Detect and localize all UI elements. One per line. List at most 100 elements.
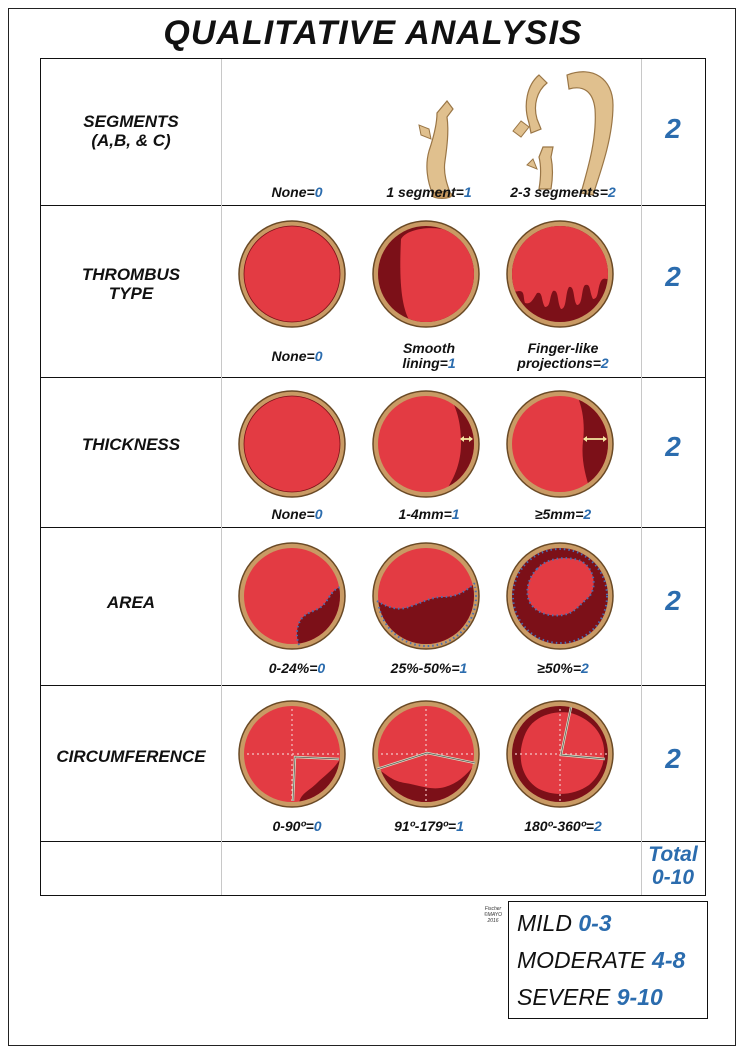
score-thrombus-type: 2 bbox=[665, 261, 681, 292]
option-label: Smooth lining= bbox=[402, 340, 456, 371]
analysis-table: SEGMENTS (A,B, & C) THROMBUS TYPE THICKN… bbox=[40, 58, 706, 896]
option-label: 0-90º= bbox=[272, 818, 314, 834]
row-label-line: THROMBUS bbox=[81, 265, 181, 284]
option-label: 180º-360º= bbox=[524, 818, 594, 834]
score-segments: 2 bbox=[665, 113, 681, 144]
option-label: 0-24%= bbox=[268, 660, 318, 676]
vessel-cross-section-thin-thrombus bbox=[372, 390, 480, 498]
option-caption: ≥50%=2 bbox=[493, 661, 633, 676]
row-label-line: TYPE bbox=[108, 284, 154, 303]
page-title: QUALITATIVE ANALYSIS bbox=[163, 14, 583, 52]
option-label: None= bbox=[271, 348, 315, 364]
option-value: 2 bbox=[593, 818, 602, 834]
severity-severe: SEVERE 9-10 bbox=[517, 984, 663, 1011]
option-value: 0 bbox=[314, 348, 323, 364]
severity-label: MODERATE bbox=[517, 947, 653, 973]
row-label-line: THICKNESS bbox=[81, 435, 181, 454]
severity-range: 9-10 bbox=[616, 984, 663, 1010]
credit-line: ©MAYO bbox=[483, 912, 503, 918]
column-divider bbox=[221, 59, 222, 895]
row-divider bbox=[41, 685, 705, 686]
column-divider bbox=[641, 59, 642, 895]
option-caption: Finger-like projections=2 bbox=[493, 341, 633, 371]
option-label: 1 segment= bbox=[386, 184, 464, 200]
row-divider bbox=[41, 205, 705, 206]
score-circumference: 2 bbox=[665, 743, 681, 774]
copyright-credit: Fischer ©MAYO 2016 bbox=[478, 906, 508, 924]
option-caption: 2-3 segments=2 bbox=[493, 185, 633, 200]
option-value: 1 bbox=[451, 506, 460, 522]
row-label-line: SEGMENTS bbox=[83, 112, 179, 131]
row-label-thickness: THICKNESS bbox=[41, 435, 221, 454]
row-label-area: AREA bbox=[41, 593, 221, 612]
option-label: 91º-179º= bbox=[394, 818, 457, 834]
severity-legend: MILD 0-3 MODERATE 4-8 SEVERE 9-10 bbox=[508, 901, 708, 1019]
vessel-cross-section-smooth-lining bbox=[372, 220, 480, 328]
option-label: ≥5mm= bbox=[534, 506, 584, 522]
option-value: 1 bbox=[447, 355, 456, 371]
option-value: 0 bbox=[314, 506, 323, 522]
option-caption: 0-24%=0 bbox=[227, 661, 367, 676]
option-caption: Smooth lining=1 bbox=[359, 341, 499, 371]
option-value: 1 bbox=[456, 818, 464, 834]
option-value: 1 bbox=[459, 660, 468, 676]
severity-label: MILD bbox=[517, 910, 579, 936]
severity-range: 4-8 bbox=[652, 947, 686, 973]
total-range: 0-10 bbox=[651, 866, 695, 889]
vessel-cross-section-thick-thrombus bbox=[506, 390, 614, 498]
row-label-line: AREA bbox=[106, 593, 156, 612]
credit-line: 2016 bbox=[487, 918, 499, 924]
row-label-line: CIRCUMFERENCE bbox=[56, 747, 206, 766]
row-label-circumference: CIRCUMFERENCE bbox=[41, 747, 221, 766]
severity-mild: MILD 0-3 bbox=[517, 910, 612, 937]
vessel-cross-section-area-large bbox=[506, 542, 614, 650]
option-caption: 180º-360º=2 bbox=[493, 819, 633, 834]
row-label-segments: SEGMENTS (A,B, & C) bbox=[41, 112, 221, 150]
score-area: 2 bbox=[665, 585, 681, 616]
option-caption: 25%-50%=1 bbox=[359, 661, 499, 676]
two-three-segments-illustration bbox=[512, 71, 614, 196]
option-value: 0 bbox=[313, 818, 322, 834]
vessel-cross-section-none bbox=[238, 220, 346, 328]
one-segment-illustration bbox=[418, 100, 454, 199]
vessel-cross-section-area-small bbox=[238, 542, 346, 650]
option-value: 1 bbox=[463, 184, 472, 200]
option-value: 0 bbox=[314, 184, 323, 200]
credit-line: Fischer bbox=[484, 906, 502, 912]
row-divider bbox=[41, 377, 705, 378]
total-score: Total 0-10 bbox=[641, 843, 705, 889]
severity-moderate: MODERATE 4-8 bbox=[517, 947, 685, 974]
option-value: 2 bbox=[583, 506, 592, 522]
vessel-cross-section-no-thickness bbox=[238, 390, 346, 498]
row-divider bbox=[41, 841, 705, 842]
vessel-cross-section-circumference-full bbox=[506, 700, 614, 808]
option-caption: ≥5mm=2 bbox=[493, 507, 633, 522]
option-caption: 91º-179º=1 bbox=[359, 819, 499, 834]
option-caption: None=0 bbox=[227, 349, 367, 364]
option-value: 0 bbox=[317, 660, 326, 676]
row-label-thrombus-type: THROMBUS TYPE bbox=[41, 265, 221, 303]
severity-range: 0-3 bbox=[578, 910, 612, 936]
option-label: 2-3 segments= bbox=[510, 184, 608, 200]
vessel-cross-section-finger-like bbox=[506, 220, 614, 328]
option-label: None= bbox=[271, 506, 315, 522]
option-value: 2 bbox=[607, 184, 616, 200]
score-thickness: 2 bbox=[665, 431, 681, 462]
option-caption: 0-90º=0 bbox=[227, 819, 367, 834]
option-caption: None=0 bbox=[227, 507, 367, 522]
option-value: 2 bbox=[581, 660, 589, 676]
option-label: None= bbox=[271, 184, 315, 200]
option-caption: 1 segment=1 bbox=[359, 185, 499, 200]
option-label: 25%-50%= bbox=[390, 660, 460, 676]
vessel-cross-section-area-medium bbox=[372, 542, 480, 650]
vessel-cross-section-circumference-quarter bbox=[238, 700, 346, 808]
total-label: Total bbox=[648, 843, 698, 866]
vessel-cross-section-circumference-half bbox=[372, 700, 480, 808]
option-label: ≥50%= bbox=[537, 660, 582, 676]
row-divider bbox=[41, 527, 705, 528]
option-label: 1-4mm= bbox=[398, 506, 452, 522]
option-caption: 1-4mm=1 bbox=[359, 507, 499, 522]
option-value: 2 bbox=[600, 355, 609, 371]
page-frame bbox=[8, 8, 736, 1046]
severity-label: SEVERE bbox=[517, 984, 617, 1010]
